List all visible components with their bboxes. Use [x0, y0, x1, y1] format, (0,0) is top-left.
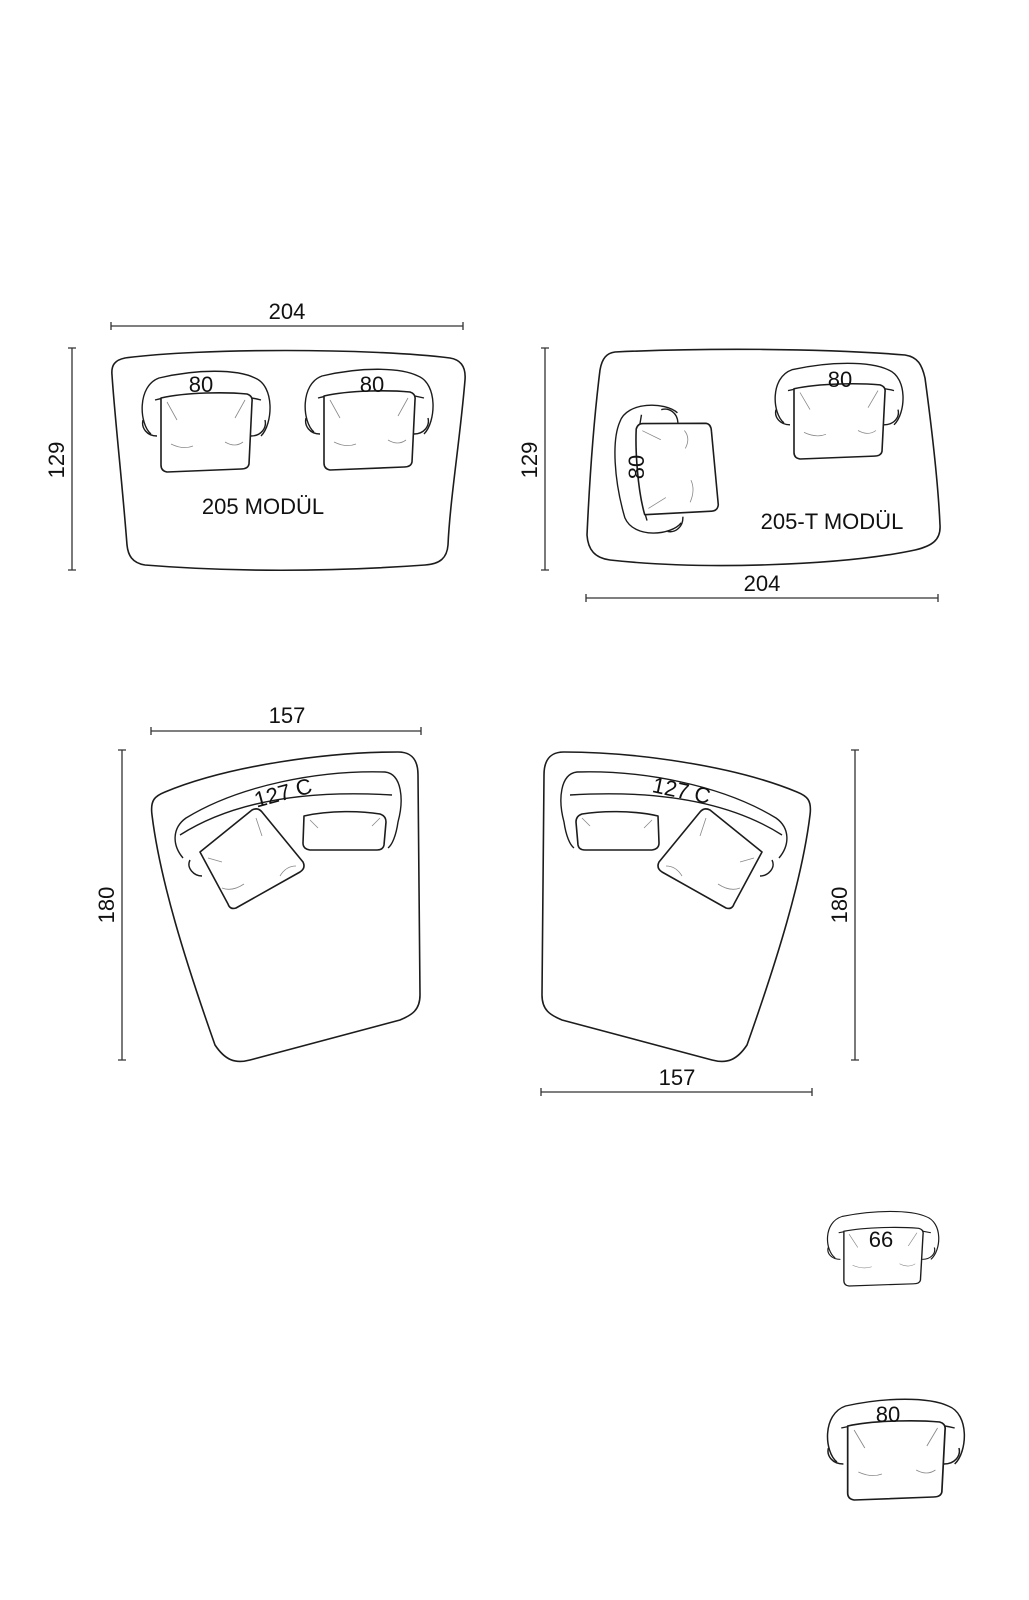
- width-dimension-line: [585, 594, 939, 602]
- depth-label: 129: [517, 442, 542, 479]
- width-label: 204: [744, 571, 781, 596]
- seat-2-label: 80: [360, 372, 384, 397]
- seat-rotated-label: 80: [624, 455, 649, 479]
- width-label: 204: [269, 299, 306, 324]
- width-dimension-line: [150, 727, 422, 735]
- depth-dimension-line: [851, 749, 859, 1061]
- module-name: 205 MODÜL: [202, 494, 324, 519]
- module-name: 205-T MODÜL: [761, 509, 904, 534]
- depth-label: 180: [94, 887, 119, 924]
- seat-label: 66: [869, 1227, 893, 1252]
- depth-label: 129: [44, 442, 69, 479]
- depth-label: 180: [827, 887, 852, 924]
- seat-1-label: 80: [189, 372, 213, 397]
- depth-dimension-line: [68, 347, 76, 571]
- module-205-t: 129 204 80 80 205-T MODÜL: [517, 347, 941, 602]
- corner-module-shape: [150, 751, 421, 1063]
- seat-right-label: 80: [828, 367, 852, 392]
- corner-module-right: 180 157 127 C: [540, 749, 859, 1096]
- depth-dimension-line: [118, 749, 126, 1061]
- width-dimension-line: [540, 1088, 813, 1096]
- width-dimension-line: [110, 322, 464, 330]
- width-label: 157: [659, 1065, 696, 1090]
- module-205: 204 129 80 80 205 MODÜL: [44, 299, 466, 572]
- seat-label: 80: [876, 1402, 900, 1427]
- chair-66: 66: [826, 1210, 940, 1287]
- chair-80: 80: [826, 1398, 966, 1501]
- depth-dimension-line: [541, 347, 549, 571]
- width-label: 157: [269, 703, 306, 728]
- corner-module-left: 157 180 127 C: [94, 703, 422, 1063]
